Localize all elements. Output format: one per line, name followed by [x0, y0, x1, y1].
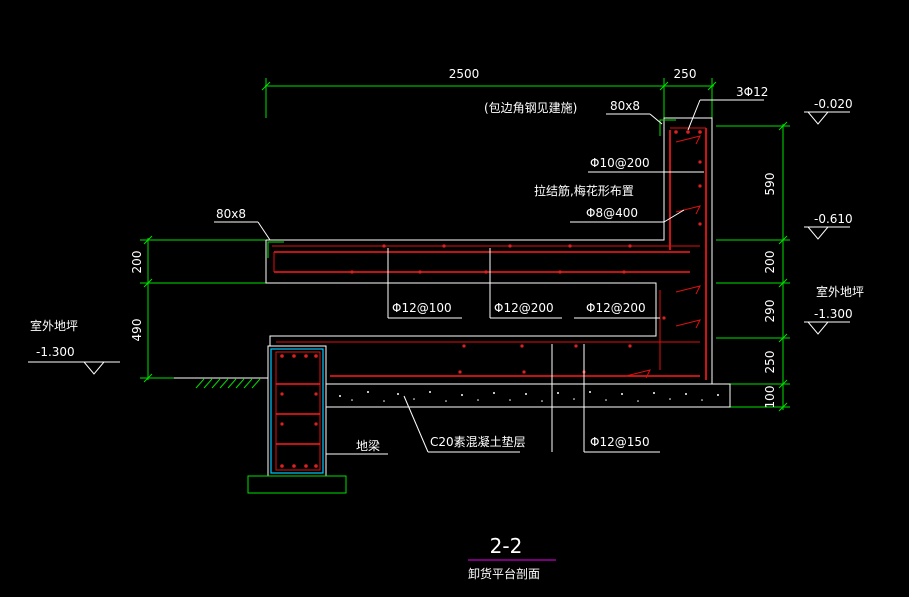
- dim-490-left: 490: [130, 319, 144, 342]
- bars-label: 3Φ12: [736, 85, 768, 99]
- dim-250-right: 250: [763, 351, 777, 374]
- section-caption: 卸货平台剖面: [468, 566, 540, 581]
- angle-label-top: 80x8: [610, 99, 640, 113]
- top-dimension: 2500 250: [261, 67, 717, 118]
- angle-steel-note: (包边角钢见建施): [484, 101, 577, 115]
- outdoor-label-right: 室外地坪: [816, 284, 864, 299]
- ground-beam-label: 地梁: [356, 438, 380, 453]
- dim-200-right: 200: [763, 251, 777, 274]
- elevation-marks-right: -0.020 -0.610 室外地坪 -1.300: [804, 97, 864, 335]
- left-dimension: 200 490: [130, 235, 268, 383]
- dim-290-right: 290: [763, 300, 777, 323]
- dim-590-right: 590: [763, 173, 777, 196]
- concrete-pad-texture: [339, 391, 719, 402]
- concrete-outline: [247, 117, 731, 494]
- angle-steel: [267, 119, 676, 258]
- tie-bars-label: 拉结筋,梅花形布置: [534, 183, 634, 198]
- phi12-200-label-a: Φ12@200: [494, 301, 554, 315]
- c20-pad-label: C20素混凝土垫层: [430, 434, 526, 449]
- dim-200-left: 200: [130, 251, 144, 274]
- rebar: [272, 127, 707, 380]
- ground-line: [174, 377, 268, 389]
- section-number: 2-2: [490, 534, 523, 558]
- elevation-top: -0.020: [814, 97, 853, 111]
- leader-lines: [214, 99, 764, 455]
- outdoor-level-left: -1.300: [36, 345, 75, 359]
- outdoor-label-left: 室外地坪: [30, 318, 78, 333]
- phi12-200-label-b: Φ12@200: [586, 301, 646, 315]
- dim-250-top: 250: [674, 67, 697, 81]
- outdoor-level-right: -1.300: [814, 307, 853, 321]
- annotations: (包边角钢见建施) 80x8 3Φ12 Φ10@200 拉结筋,梅花形布置 Φ8…: [216, 85, 768, 453]
- phi12-150-label: Φ12@150: [590, 435, 650, 449]
- right-dimension: 590 200 290 250 100: [716, 121, 790, 412]
- ground-beam-rebar: [270, 348, 324, 474]
- angle-label-left: 80x8: [216, 207, 246, 221]
- dim-100-right: 100: [763, 386, 777, 409]
- elevation-mid: -0.610: [814, 212, 853, 226]
- dim-2500: 2500: [449, 67, 480, 81]
- phi12-100-label: Φ12@100: [392, 301, 452, 315]
- phi10-label: Φ10@200: [590, 156, 650, 170]
- phi8-label: Φ8@400: [586, 206, 638, 220]
- elevation-mark-left: 室外地坪 -1.300: [28, 318, 120, 375]
- drawing-title: 2-2 卸货平台剖面: [468, 534, 556, 581]
